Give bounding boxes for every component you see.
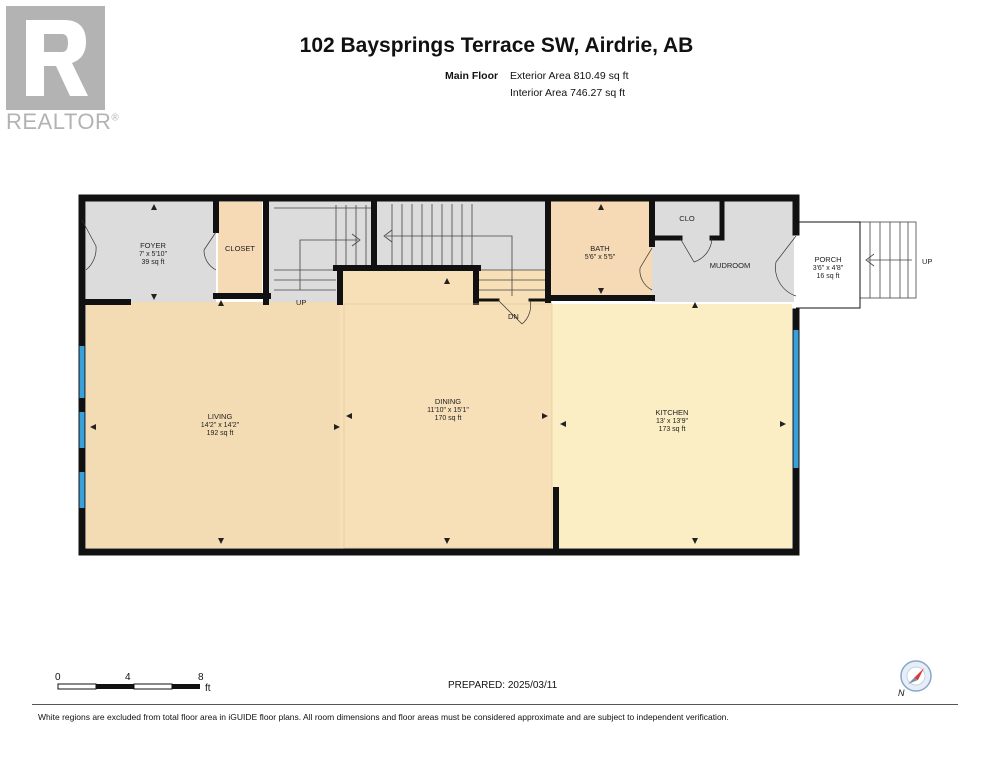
room-foyer: FOYER 7' x 5'10" 39 sq ft [138, 241, 168, 266]
scale-tick-0: 0 [55, 672, 61, 683]
realtor-logo-text: REALTOR® [6, 109, 120, 134]
scale-tick-8: 8 [198, 672, 204, 683]
living-fill [86, 302, 344, 548]
scale-unit: ft [205, 683, 211, 694]
room-porch: PORCH 3'6" x 4'8" 16 sq ft [812, 255, 844, 280]
porch-outline [796, 221, 861, 309]
room-living: LIVING 14'2" x 14'2" 192 sq ft [200, 412, 240, 437]
room-mudroom: MUDROOM [709, 261, 751, 270]
porch-fill [796, 222, 862, 308]
scale-bar [57, 683, 200, 690]
page-title: 102 Baysprings Terrace SW, Airdrie, AB [299, 34, 694, 57]
windows [79, 330, 799, 508]
room-closet: CLOSET [224, 244, 255, 253]
footer-divider [32, 704, 958, 705]
room-bath: BATH 5'6" x 5'5" [584, 244, 616, 261]
room-clo: CLO [679, 214, 695, 223]
prepared-date: PREPARED: 2025/03/11 [448, 680, 558, 691]
doors [81, 219, 797, 325]
porch-stairs-up-label: UP [922, 257, 933, 266]
dimension-arrows [90, 204, 786, 544]
stairs-up-label: UP [296, 298, 307, 307]
interior-area: Interior Area 746.27 sq ft [510, 87, 625, 99]
realtor-logo [6, 6, 105, 110]
stairs-down-label: DN [508, 312, 519, 321]
dining-area-outline [343, 303, 553, 549]
stairs-left [274, 205, 374, 291]
closet-fill [218, 202, 262, 294]
bath-fill [548, 198, 652, 298]
compass-icon [900, 660, 932, 692]
footer-disclaimer: White regions are excluded from total fl… [38, 712, 729, 722]
foyer-fill [86, 198, 216, 302]
exterior-area: Exterior Area 810.49 sq ft [510, 70, 629, 82]
floor-label: Main Floor [445, 70, 499, 82]
porch-stairs [859, 221, 917, 299]
compass-north-label: N [898, 688, 905, 698]
scale-tick-4: 4 [125, 672, 131, 683]
room-dining: DINING 11'10" x 15'1" 170 sq ft [427, 397, 469, 422]
stairs-center [383, 204, 548, 296]
kitchen-fill [552, 304, 792, 548]
dining-fill [340, 270, 552, 548]
room-kitchen: KITCHEN 13' x 13'9" 173 sq ft [655, 408, 689, 433]
